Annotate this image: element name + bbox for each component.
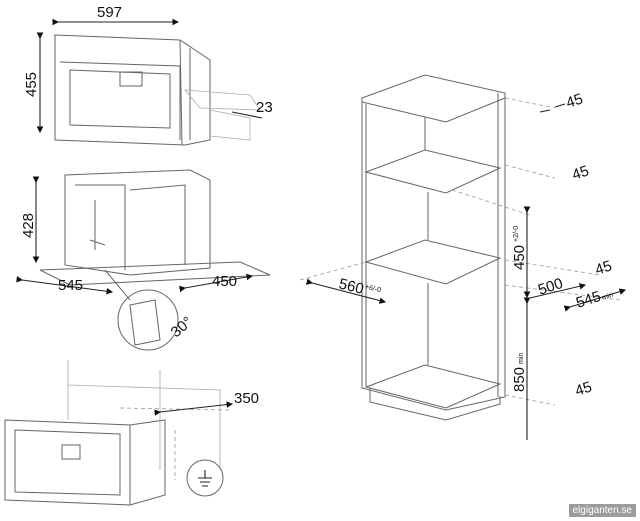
dim-gap-top-45: 45: [564, 90, 585, 111]
middle-appliance-drawing: 428 545 450 30°: [16, 169, 271, 351]
dim-niche-depth-500: 500: [536, 275, 565, 299]
dim-floor-height-850: 850 min: [511, 353, 528, 392]
dim-offset-23: 23: [256, 99, 273, 116]
dim-depth-545: 545: [58, 277, 83, 294]
cabinet-drawing: 45 45 450 +2/-0 45 500 545 min 560 +6/-0…: [299, 74, 627, 440]
dim-clearance-350: 350: [234, 390, 259, 407]
watermark: elgiganten.se: [568, 504, 636, 517]
top-appliance-drawing: 597 455 23: [23, 4, 273, 146]
dim-niche-height-tolerance: +2/-0: [513, 226, 520, 242]
dim-niche-width-560: 560 +6/-0: [337, 275, 382, 298]
svg-text:+6/-0: +6/-0: [364, 284, 381, 295]
dim-angle-30: 30°: [168, 313, 196, 341]
dim-gap-shelf-45: 45: [570, 162, 591, 183]
dim-height-428: 428: [20, 213, 37, 238]
svg-text:850: 850: [511, 367, 528, 392]
dim-height-455: 455: [23, 72, 40, 97]
dim-gap-mid-45: 45: [593, 257, 614, 278]
svg-text:560: 560: [337, 275, 365, 298]
dim-cabinet-depth-545: 545 min: [574, 288, 614, 312]
bottom-appliance-drawing: 350: [4, 360, 259, 506]
svg-text:545: 545: [574, 288, 603, 312]
svg-text:min: min: [518, 353, 525, 364]
svg-text:min: min: [601, 292, 614, 302]
dim-width-450: 450: [212, 273, 237, 290]
dim-width-597: 597: [97, 4, 122, 21]
dim-gap-bottom-45: 45: [573, 378, 594, 399]
dim-niche-height-450: 450: [511, 245, 528, 270]
